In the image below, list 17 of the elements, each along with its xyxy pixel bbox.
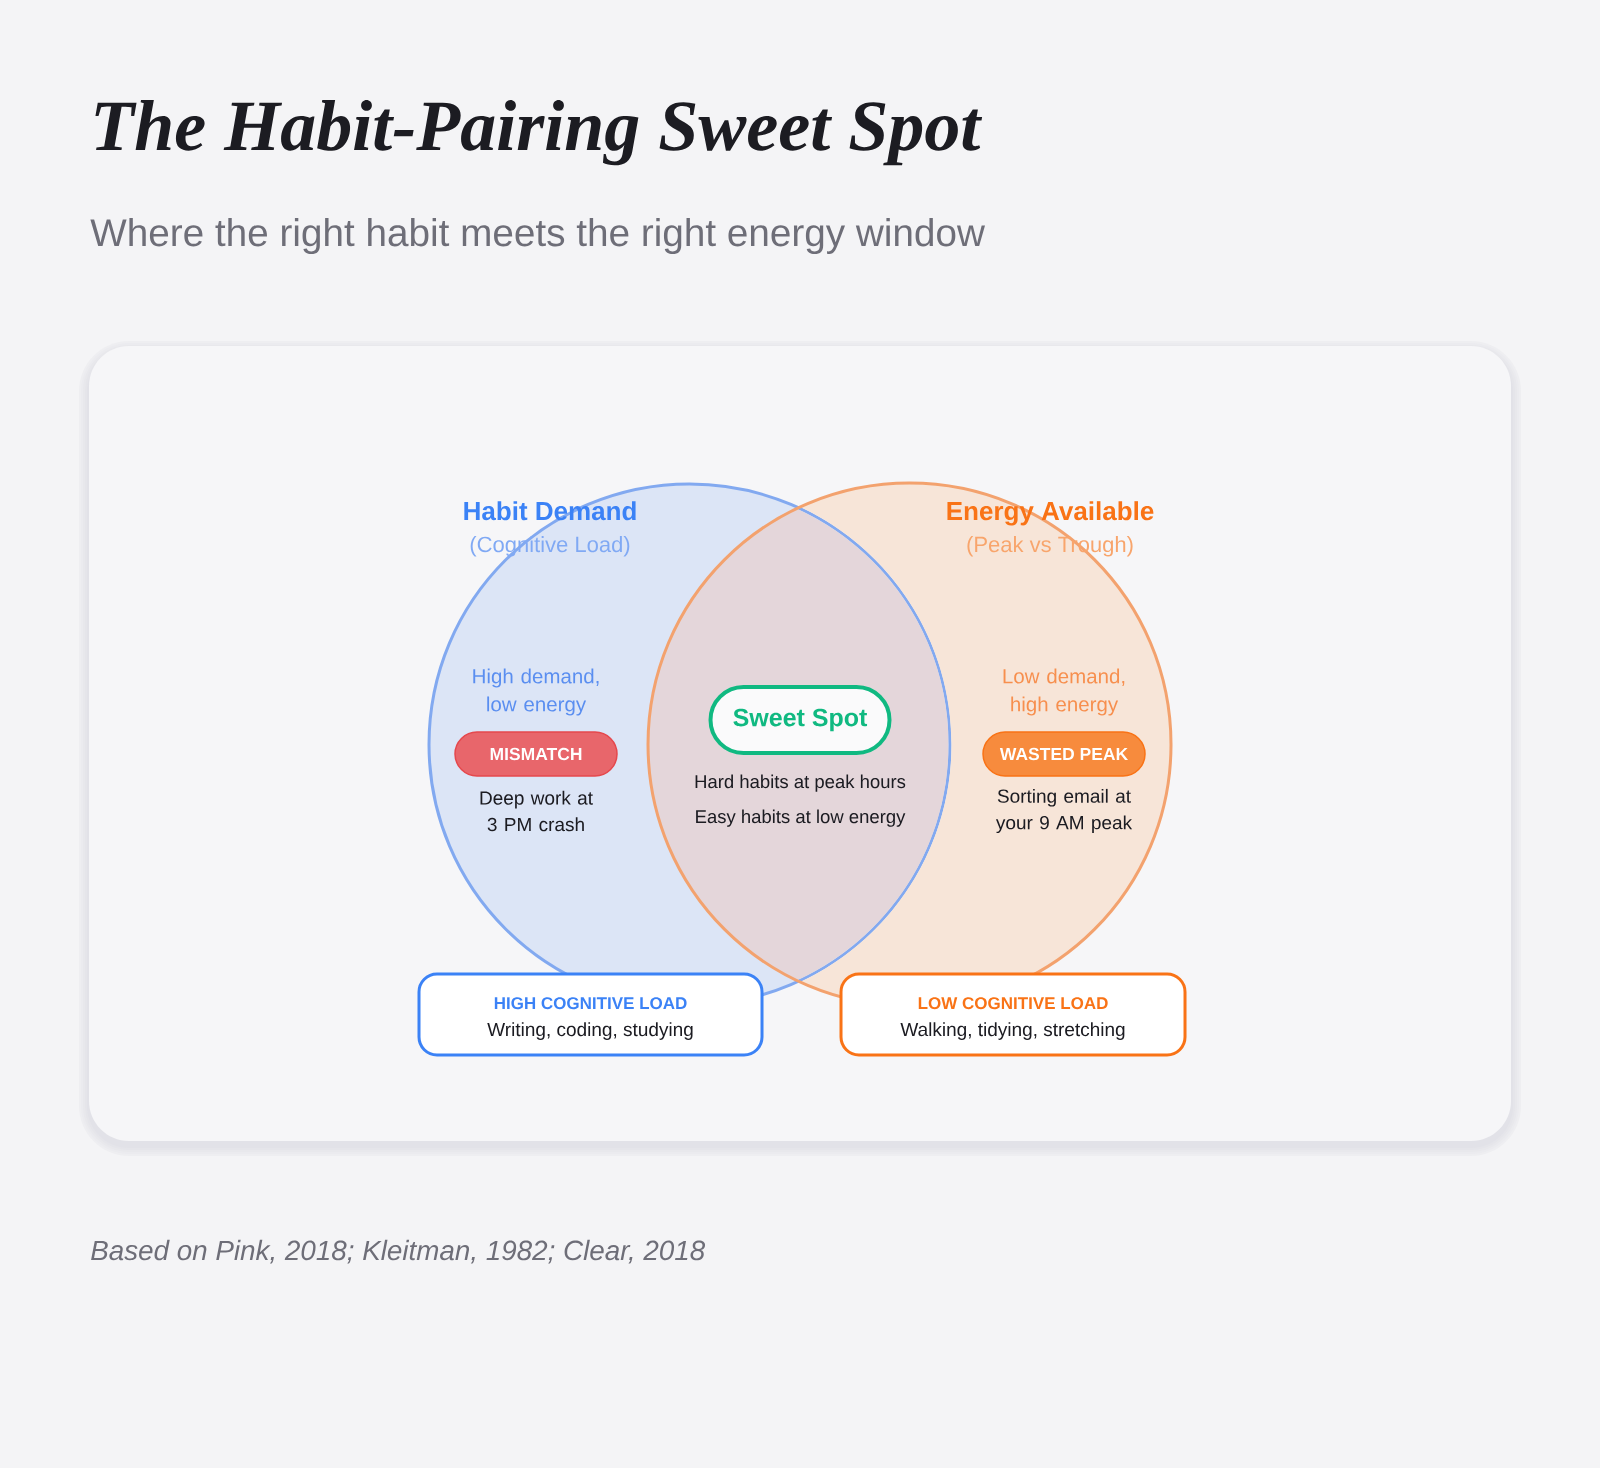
badge: MISMATCH [454,731,618,777]
region-label: High demand, low energy [473,668,599,716]
box-text: Writing, coding, studying [487,1022,693,1040]
highlight-pill: Sweet Spot [708,685,892,755]
box-text: Walking, tidying, stretching [900,1022,1125,1040]
title: The Habit-Pairing Sweet Spot [95,100,983,166]
description-text: Easy habits at low energy [696,809,906,827]
description-text: Hard habits at peak hours [695,774,906,792]
source-note: Based on Pink, 2018; Kleitman, 1982; Clear, 2018 [91,1239,706,1264]
example-text: Sorting email at your 9 AM peak [995,788,1133,834]
example-text: Deep work at 3 PM crash [480,790,593,832]
circle-title: Energy Available [947,501,1154,526]
box-heading: LOW COGNITIVE LOAD [918,997,1108,1010]
region-label: Low demand, high energy [1003,668,1125,716]
subtitle: Where the right habit meets the right energy window [90,217,985,255]
box-heading: HIGH COGNITIVE LOAD [494,997,687,1010]
badge: WASTED PEAK [982,731,1146,777]
